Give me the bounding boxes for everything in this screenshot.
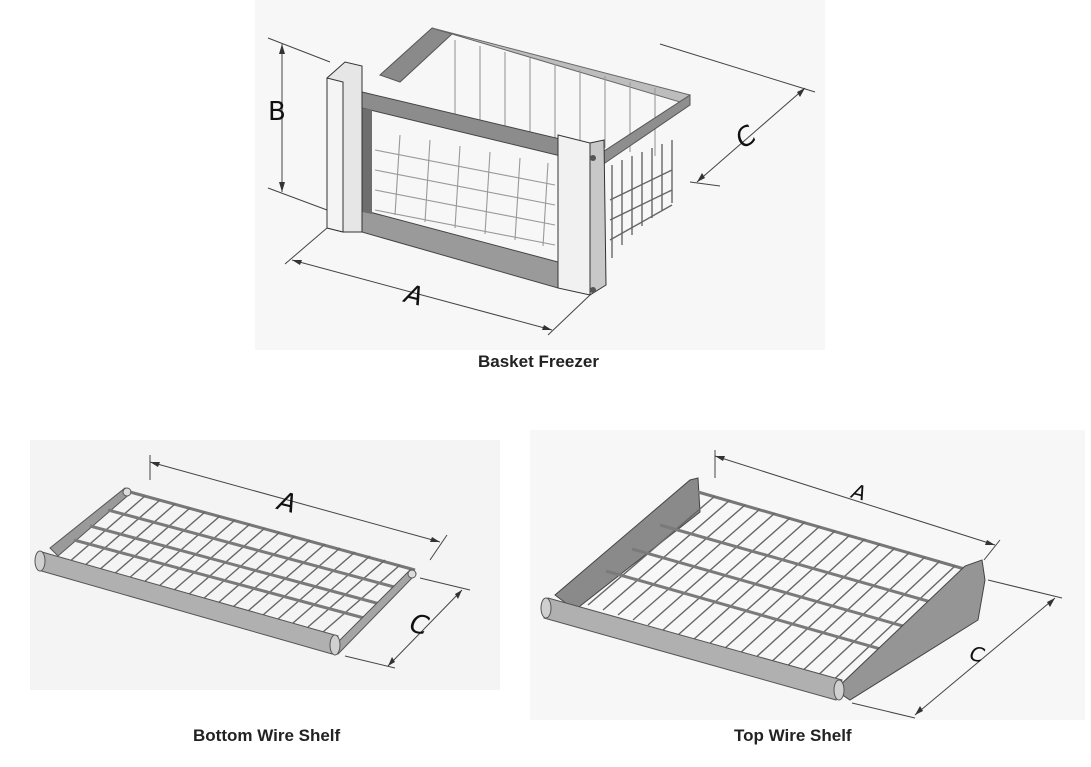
basket-freezer-drawing [267,27,816,336]
bottom-shelf-dimension-c [344,577,471,669]
basket-floor-grid [374,134,556,247]
basket-dimension-c [659,43,816,187]
basket-dimension-a [284,227,591,336]
bottom-shelf-panel [30,440,500,690]
basket-dimension-b [267,37,331,211]
bottom-shelf-label-c: C [407,609,433,643]
basket-label-b: B [268,97,286,127]
top-shelf-dimension-a [714,450,1001,561]
bottom-shelf-label-a: A [273,486,299,520]
top-wire-shelf-caption: Top Wire Shelf [734,726,852,745]
top-shelf-dimension-c [851,579,1063,719]
bottom-wire-shelf-drawing [34,455,471,669]
top-shelf-label-a: A [847,478,868,505]
basket-label-a: A [400,279,426,313]
bottom-shelf-dimension-a [149,455,448,561]
bottom-wire-shelf-caption: Bottom Wire Shelf [193,726,341,745]
basket-label-c: C [730,120,763,155]
top-shelf-label-c: C [967,641,986,668]
basket-freezer-caption: Basket Freezer [478,352,599,371]
top-wire-shelf-drawing [540,450,1063,719]
